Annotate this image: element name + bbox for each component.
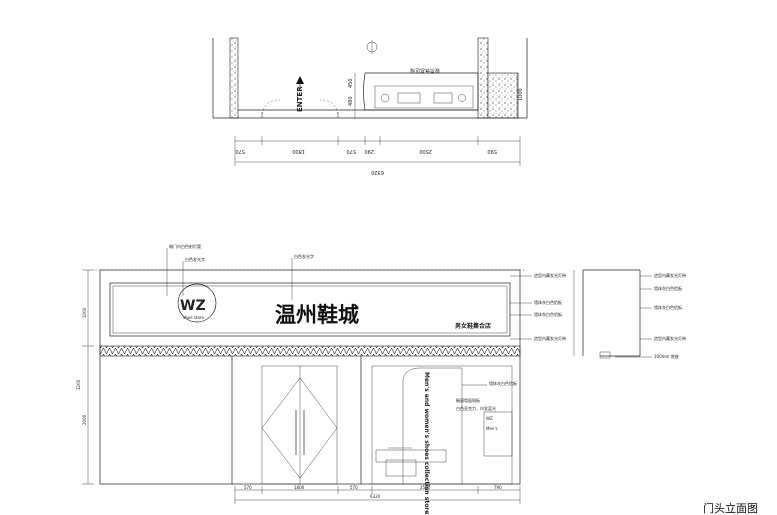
logo-subtext: shoe store — [183, 315, 204, 320]
plan-dim-6: 590 — [487, 148, 497, 154]
right-wall — [477, 37, 489, 119]
callout-top-2: 白色发光字 — [185, 256, 205, 262]
display-counter — [363, 72, 479, 111]
enter-label: ENTER — [296, 86, 304, 112]
door-swing-right — [319, 99, 339, 119]
plan-dim-left-b: 450 — [348, 78, 354, 88]
elev-dim-total: 6320 — [370, 494, 381, 499]
window-display-arch — [402, 367, 463, 484]
elev-dim-left-3: 3200 — [76, 379, 81, 390]
drawing-caption: 门头立面图 — [703, 501, 758, 515]
front-elevation: WZ shoe store 温州鞋城 男女鞋集合店 暗门内白色射灯管 白色发光字… — [76, 243, 566, 514]
callout-right-1: 造型内藏发光灯带 — [534, 272, 566, 278]
svg-text:Men's: Men's — [486, 426, 498, 431]
side-callout-base: 100mm 底座 — [654, 353, 679, 359]
plan-dim-3: 570 — [346, 148, 356, 154]
callout-top-3: 白色发光字 — [294, 253, 314, 259]
elev-dim-5: 790 — [494, 485, 502, 490]
door-diamond-pattern — [261, 377, 338, 479]
right-pillar — [487, 72, 519, 119]
decorative-band — [99, 345, 521, 357]
plan-dim-2: 1800 — [292, 148, 305, 154]
counter-label: 会员休息区域 — [410, 67, 440, 74]
door-swing-left — [261, 99, 281, 119]
side-section: 造型内藏发光灯带 墙体灰白色铝板 墙体灰白色铝板 造型内藏发光灯带 100mm … — [573, 269, 686, 359]
window-callout-1: 墙体灰白色铝板 — [489, 380, 517, 386]
elev-dim-2: 1800 — [294, 485, 305, 490]
elev-dim-1: 570 — [244, 485, 252, 490]
left-wall — [229, 37, 239, 119]
side-callout-2: 墙体灰白色铝板 — [654, 285, 682, 291]
plan-dim-left-a: 480 — [348, 96, 354, 106]
elev-dim-left-2: 2000 — [82, 414, 87, 425]
plan-dim-total: 6320 — [371, 169, 384, 175]
plan-dim-5: 2500 — [419, 148, 432, 154]
logo-text: WZ — [180, 298, 206, 314]
sign-main-text: 温州鞋城 — [275, 303, 359, 327]
plan-dim-1: 570 — [235, 148, 245, 154]
callout-right-2: 墙体灰白色铝板 — [534, 299, 562, 305]
side-callout-1: 造型内藏发光灯带 — [654, 272, 686, 278]
callout-right-3: 墙体灰白色铝板 — [534, 311, 562, 317]
sign-board — [109, 282, 511, 337]
plan-dim-4: 290 — [364, 148, 374, 154]
svg-text:WZ: WZ — [486, 416, 493, 421]
sign-sub-text: 男女鞋集合店 — [455, 322, 491, 330]
elev-dim-3: 570 — [350, 485, 358, 490]
side-callout-3: 墙体灰白色铝板 — [654, 304, 682, 310]
floor-plan: 会员休息区域 ENTER 480 450 1000 — [212, 37, 528, 175]
elev-dim-left-1: 1000 — [82, 307, 87, 318]
window-callout-2: 橱窗墙面铜板 — [456, 397, 480, 403]
elev-dim-4: 2500 — [420, 485, 431, 490]
window-text: Men's and women's shoes collection store — [423, 372, 430, 514]
plan-dim-right: 1000 — [518, 88, 524, 101]
window-callout-3: 白色亚克力，内发蓝光 — [456, 405, 496, 411]
callout-right-4: 造型内藏发光灯带 — [534, 335, 566, 341]
side-callout-4: 造型内藏发光灯带 — [654, 335, 686, 341]
callout-top-1: 暗门内白色射灯管 — [169, 243, 201, 249]
store-logo — [177, 283, 217, 323]
enter-arrow-icon — [296, 76, 304, 84]
